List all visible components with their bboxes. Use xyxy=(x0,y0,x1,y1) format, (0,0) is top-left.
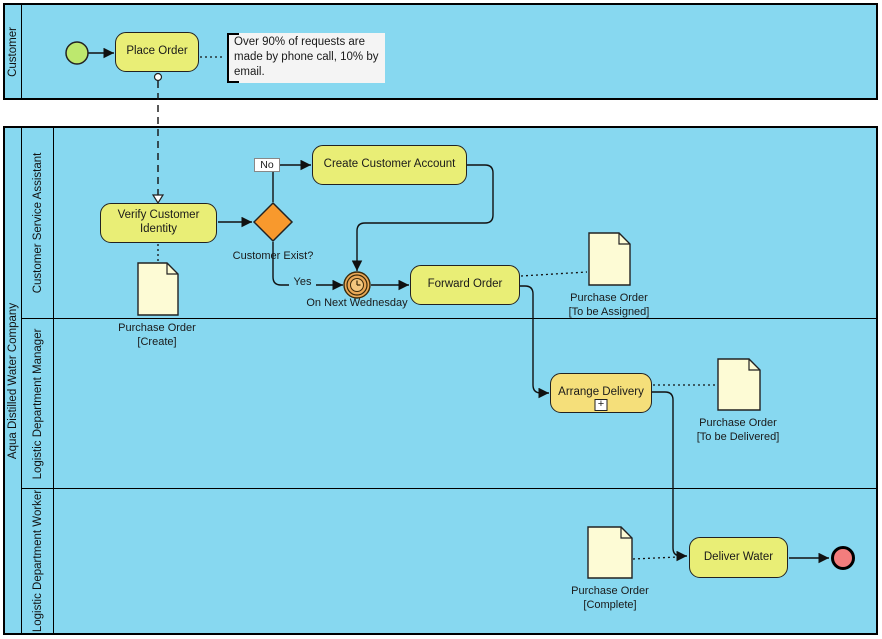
task-deliver-water[interactable]: Deliver Water xyxy=(689,537,788,578)
pool-aqua-header[interactable]: Aqua Distilled Water Company xyxy=(5,128,22,633)
task-verify-customer-identity[interactable]: Verify Customer Identity xyxy=(100,203,217,243)
flow-label-no: No xyxy=(254,158,280,172)
task-create-account-label: Create Customer Account xyxy=(323,158,456,171)
lane-csa-label: Customer Service Assistant xyxy=(31,152,44,294)
pool-customer-header[interactable]: Customer xyxy=(5,5,22,98)
task-forward-order[interactable]: Forward Order xyxy=(410,265,520,305)
task-forward-order-label: Forward Order xyxy=(427,278,503,291)
lane-logistic-department-worker[interactable]: Logistic Department Worker xyxy=(22,489,876,633)
subprocess-expand-icon[interactable]: + xyxy=(594,399,608,411)
task-place-order[interactable]: Place Order xyxy=(115,32,199,72)
document-po-assigned-label: Purchase Order [To be Assigned] xyxy=(568,292,650,318)
gateway-label: Customer Exist? xyxy=(232,250,314,262)
lane-customer-service-assistant[interactable]: Customer Service Assistant xyxy=(22,128,876,319)
pool-aqua-label: Aqua Distilled Water Company xyxy=(7,302,19,459)
subprocess-arrange-delivery[interactable]: Arrange Delivery + xyxy=(550,373,652,413)
pool-aqua-lanes: Customer Service Assistant Logistic Depa… xyxy=(22,128,876,633)
text-annotation-content: Over 90% of requests are made by phone c… xyxy=(234,36,379,78)
flow-label-yes: Yes xyxy=(289,276,316,289)
lane-mgr-label: Logistic Department Manager xyxy=(31,328,44,479)
document-po-delivered-label: Purchase Order [To be Delivered] xyxy=(696,417,780,443)
pool-customer-label: Customer xyxy=(7,26,19,77)
lane-logistic-department-manager[interactable]: Logistic Department Manager xyxy=(22,319,876,489)
text-annotation[interactable]: Over 90% of requests are made by phone c… xyxy=(227,33,385,83)
timer-event-label: On Next Wednesday xyxy=(306,297,408,309)
document-po-create-label: Purchase Order [Create] xyxy=(118,322,196,348)
lane-csa-header[interactable]: Customer Service Assistant xyxy=(22,128,54,318)
task-verify-label: Verify Customer Identity xyxy=(117,209,200,235)
lane-mgr-header[interactable]: Logistic Department Manager xyxy=(22,319,54,488)
task-deliver-water-label: Deliver Water xyxy=(703,550,774,563)
task-place-order-label: Place Order xyxy=(126,45,188,58)
document-po-complete-label: Purchase Order [Complete] xyxy=(571,585,649,611)
task-create-customer-account[interactable]: Create Customer Account xyxy=(312,145,467,185)
lane-wkr-header[interactable]: Logistic Department Worker xyxy=(22,489,54,633)
lane-wkr-label: Logistic Department Worker xyxy=(31,489,44,633)
subprocess-arrange-label: Arrange Delivery xyxy=(558,386,644,399)
